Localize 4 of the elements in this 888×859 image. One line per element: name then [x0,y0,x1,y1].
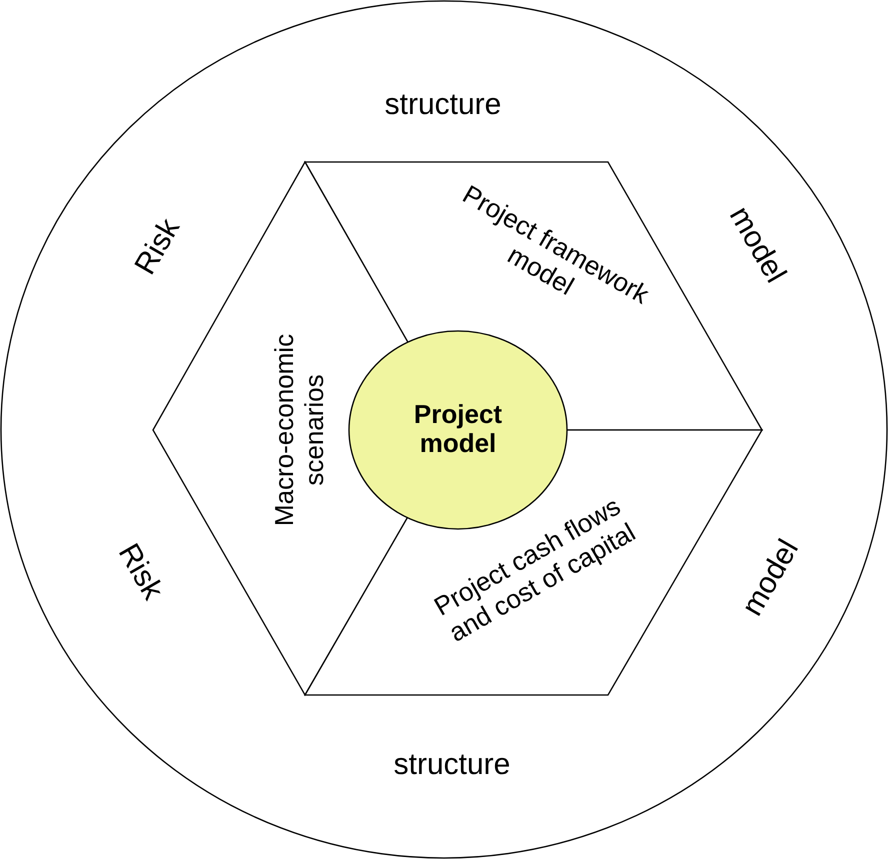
ring-label: structure [384,88,502,122]
ring-label: structure [394,748,510,782]
segment-label: Macro-economic scenarios [270,332,330,528]
center-label: Project model [412,400,504,460]
